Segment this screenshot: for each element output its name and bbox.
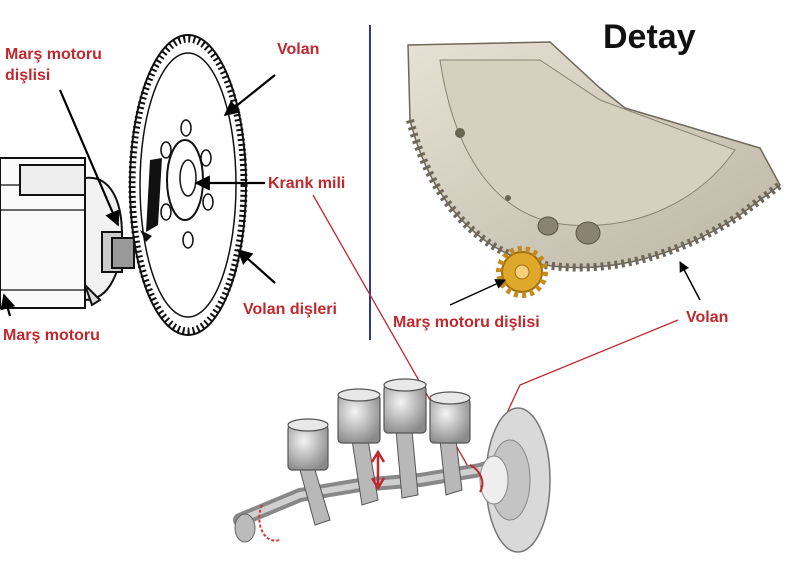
flywheel-icon (128, 34, 248, 336)
label-krank-mili: Krank mili (268, 175, 346, 192)
left-leader-lines (0, 74, 276, 317)
label-volan: Volan (277, 41, 320, 58)
label-mars-motoru-dislisi-line1: Marş motoru (5, 46, 102, 63)
label-detay-volan: Volan (686, 309, 729, 326)
starter-motor-icon (0, 157, 135, 309)
label-mars-motoru-dislisi-line2: dişlisi (5, 67, 51, 84)
flywheel-sector-icon (406, 41, 783, 272)
label-volan-disleri: Volan dişleri (243, 301, 337, 318)
right-leader-lines (449, 261, 701, 306)
pinion-gear-icon (496, 246, 548, 298)
label-detay-mars-motoru-dislisi: Marş motoru dişlisi (393, 314, 540, 331)
crankshaft-assembly-icon (233, 378, 551, 553)
label-mars-motoru: Marş motoru (3, 327, 100, 344)
detay-title: Detay (603, 18, 696, 56)
